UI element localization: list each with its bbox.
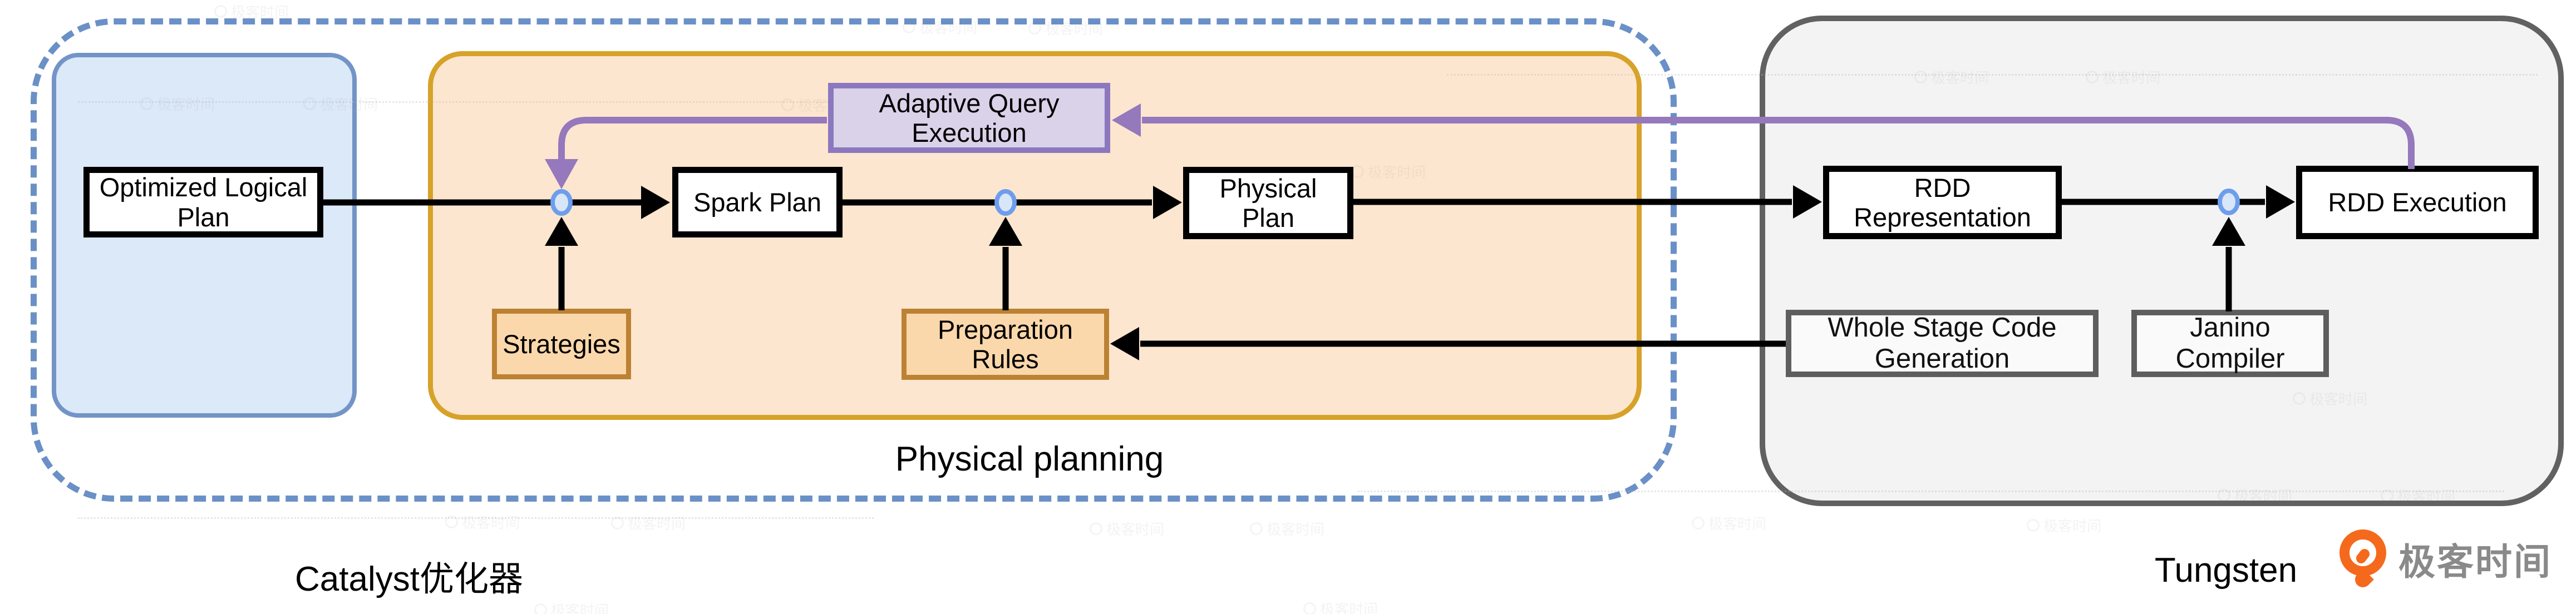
node-label: RDD Execution — [2328, 187, 2507, 217]
tungsten-label: Tungsten — [2154, 551, 2298, 590]
tungsten-container — [1760, 16, 2564, 506]
node-label: Strategies — [503, 329, 620, 359]
catalyst-optimizer-label: Catalyst优化器 — [295, 560, 523, 598]
node-label: Physical Plan — [1219, 173, 1317, 232]
physical-planning-label: Physical planning — [895, 440, 1164, 478]
watermark: 极客时间 — [611, 513, 686, 533]
geektime-logo: 极客时间 — [2336, 529, 2552, 591]
watermark: 极客时间 — [445, 512, 520, 532]
node-label: Janino Compiler — [2175, 313, 2285, 374]
watermark: 极客时间 — [1250, 518, 1324, 539]
geektime-logo-text: 极客时间 — [2398, 541, 2552, 582]
catalyst-optimizer-container — [31, 18, 1677, 502]
node-rdd-representation: RDD Representation — [1823, 166, 2062, 239]
watermark: 极客时间 — [1090, 518, 1164, 539]
node-adaptive-query-execution: Adaptive Query Execution — [828, 83, 1110, 153]
node-label: RDD Representation — [1854, 172, 2031, 232]
watermark: 极客时间 — [1303, 598, 1378, 614]
watermark: 极客时间 — [2027, 515, 2101, 536]
background-dotted-line — [78, 517, 874, 519]
node-label: Spark Plan — [693, 187, 821, 217]
node-label: Adaptive Query Execution — [879, 88, 1060, 147]
node-physical-plan: Physical Plan — [1183, 167, 1353, 239]
node-optimized-logical-plan: Optimized Logical Plan — [83, 167, 323, 237]
node-rdd-execution: RDD Execution — [2296, 166, 2539, 239]
node-whole-stage-code-generation: Whole Stage Code Generation — [1786, 310, 2099, 377]
node-label: Whole Stage Code Generation — [1828, 313, 2057, 374]
watermark: 极客时间 — [534, 600, 609, 614]
node-janino-compiler: Janino Compiler — [2131, 310, 2329, 377]
node-spark-plan: Spark Plan — [672, 167, 843, 237]
watermark: 极客时间 — [1692, 513, 1766, 533]
node-label: Preparation Rules — [938, 314, 1073, 374]
geektime-q-pin-icon — [2336, 529, 2390, 591]
node-preparation-rules: Preparation Rules — [902, 309, 1109, 380]
node-strategies: Strategies — [492, 309, 631, 379]
node-label: Optimized Logical Plan — [99, 172, 308, 232]
